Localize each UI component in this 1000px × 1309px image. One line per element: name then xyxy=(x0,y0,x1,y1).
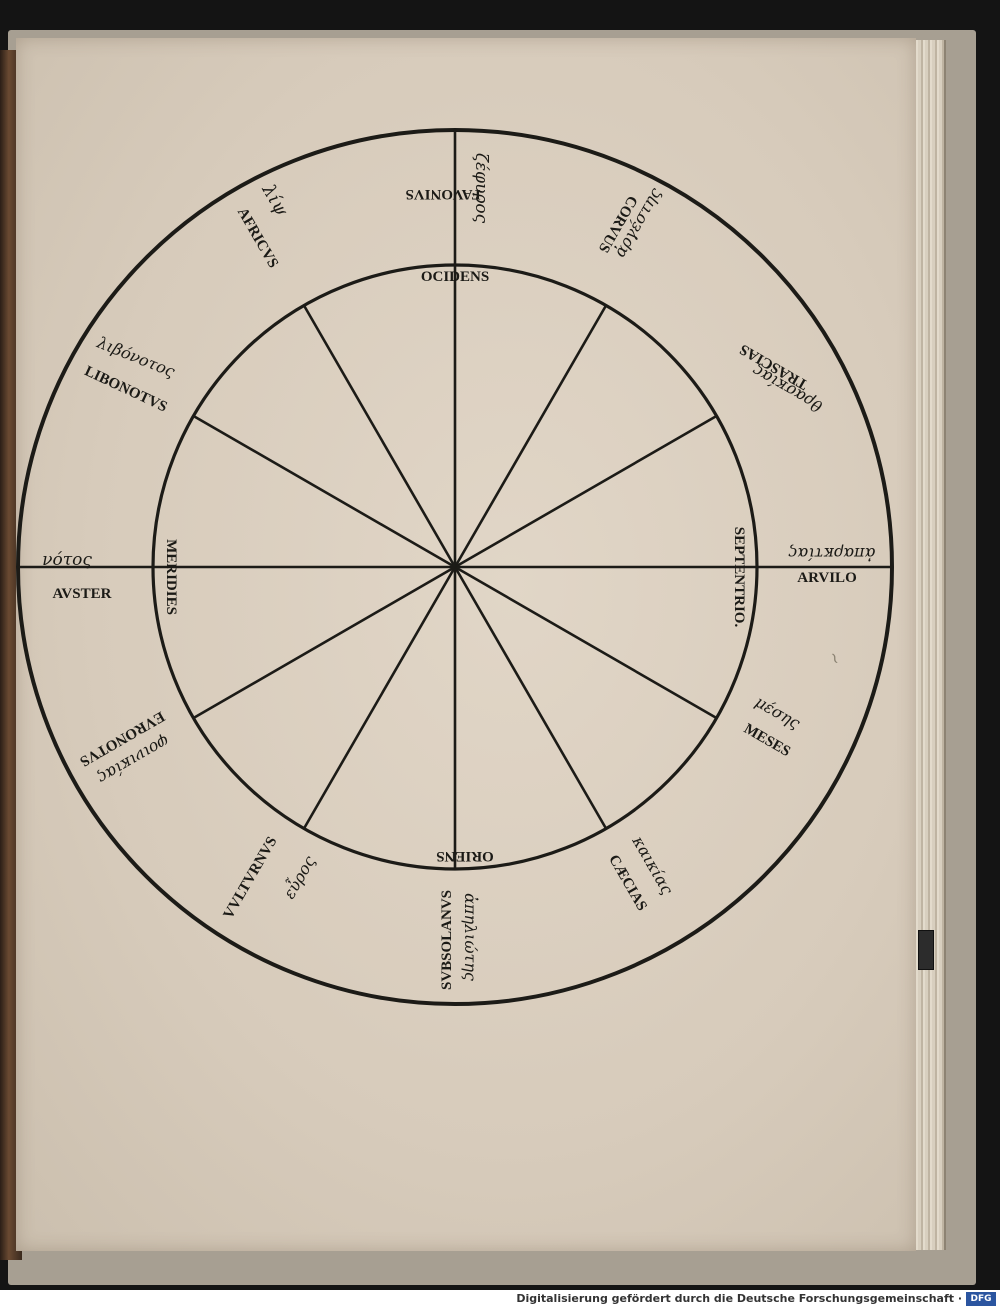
pencil-mark: ~ xyxy=(824,649,846,668)
spoke-line xyxy=(454,565,718,720)
wind-greek-zephyros: ζέφυρος xyxy=(471,153,491,224)
spoke-line xyxy=(454,414,718,569)
spoke-line xyxy=(302,566,457,830)
wind-latin-avster: AVSTER xyxy=(53,586,112,602)
wind-latin-vvltvrnvs: VVLTVRNVS xyxy=(221,834,281,922)
wind-greek-euros: εὖρος xyxy=(278,851,319,902)
label-oriens: ORIENS xyxy=(436,848,494,864)
spoke-line xyxy=(453,566,608,830)
spoke-line xyxy=(302,304,457,568)
wind-latin-arvilo: ARVILO xyxy=(797,570,856,586)
label-septentrio: SEPTENTRIO. xyxy=(731,527,747,628)
sector-separators xyxy=(18,130,892,569)
wind-greek-apeliotes: ἀπηλιώτης xyxy=(461,893,480,981)
label-ocidens: OCIDENS xyxy=(421,269,489,285)
label-meridies: MERIDIES xyxy=(163,539,179,615)
spoke-line xyxy=(192,565,456,720)
wind-greek-notos: νότος xyxy=(42,550,92,570)
spoke-line xyxy=(453,304,608,568)
wind-latin-favonivs: FAVONIVS xyxy=(406,186,481,202)
spokes xyxy=(153,265,757,869)
footer-credit-text: Digitalisierung gefördert durch die Deut… xyxy=(516,1292,962,1305)
dfg-logo[interactable]: DFG xyxy=(966,1292,996,1306)
wind-greek-aparktias: ἀπαρκτίας xyxy=(789,544,876,563)
footer-bar: Digitalisierung gefördert durch die Deut… xyxy=(0,1290,1000,1309)
wind-latin-svbsolanvs: SVBSOLANVS xyxy=(439,890,455,990)
spoke-line xyxy=(192,414,456,569)
clasp-tab xyxy=(918,930,934,970)
wind-greek-lips: λίψ xyxy=(257,180,292,220)
